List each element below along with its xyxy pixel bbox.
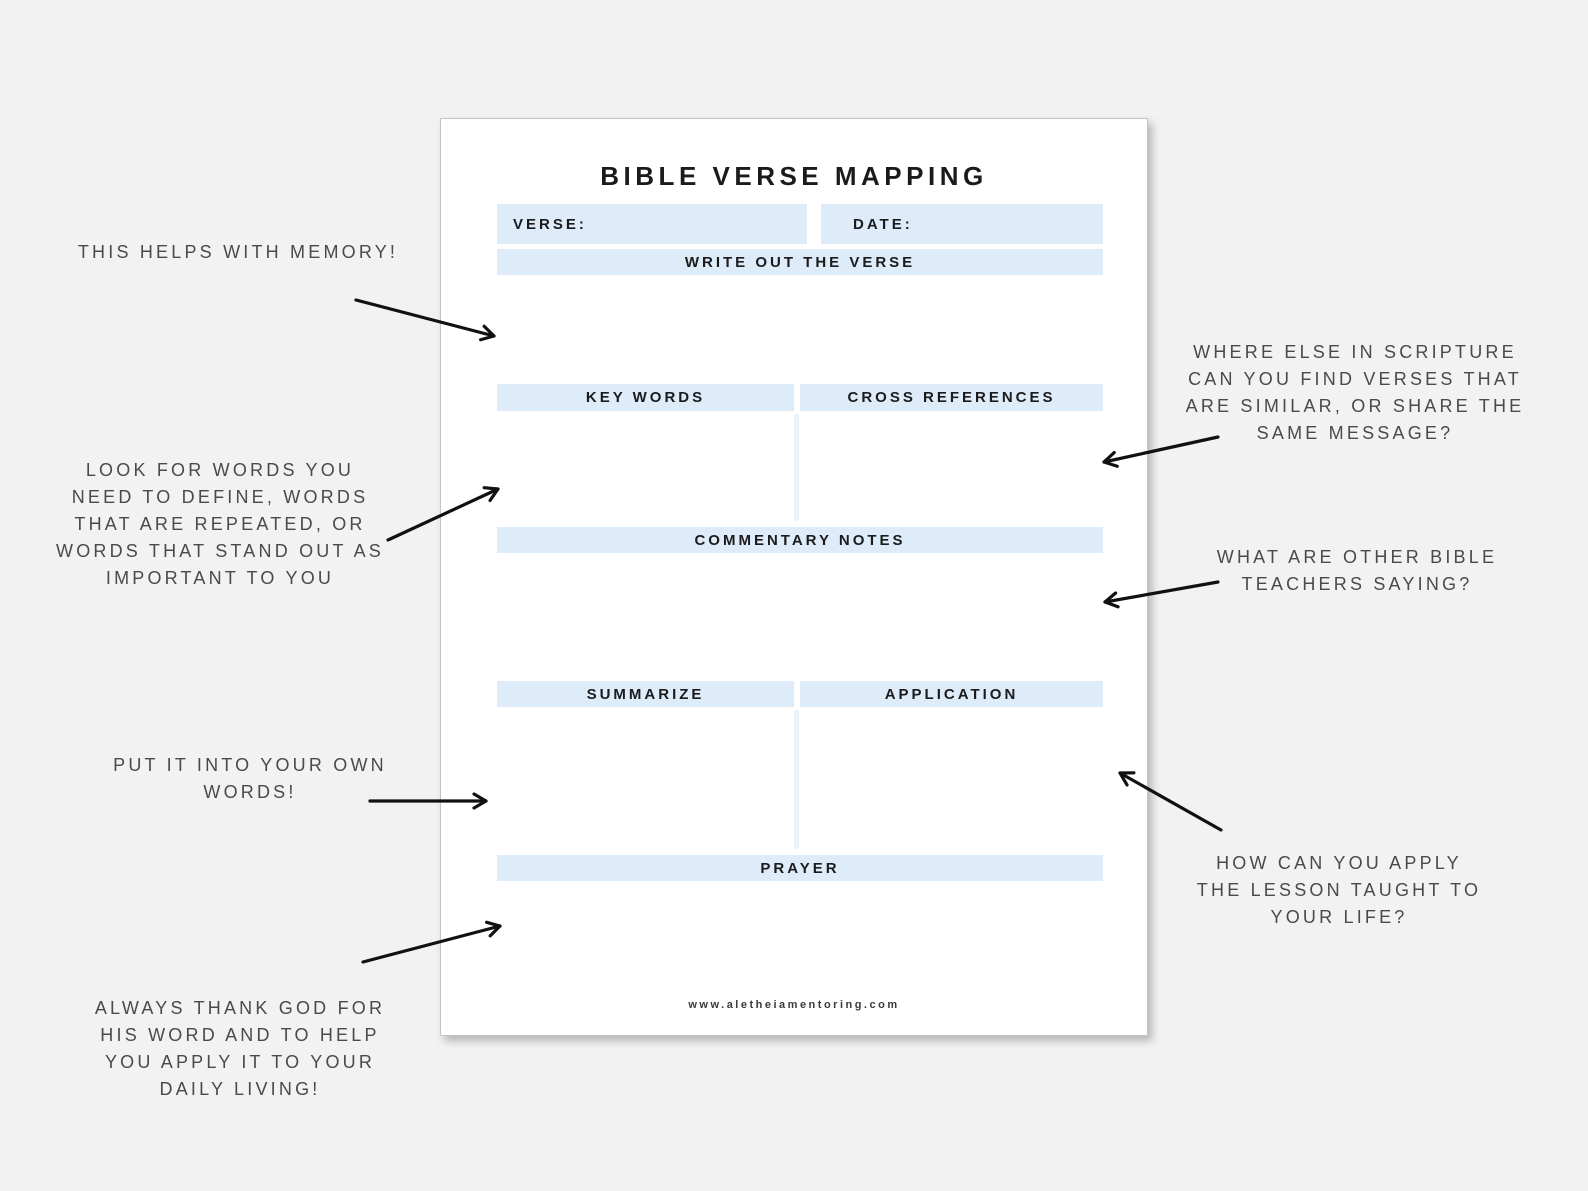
section-header-write-verse: WRITE OUT THE VERSE (497, 249, 1103, 275)
date-label: DATE: (853, 215, 913, 233)
note-application-tip: HOW CAN YOU APPLY THE LESSON TAUGHT TO Y… (1196, 853, 1482, 927)
page-title: BIBLE VERSE MAPPING (600, 161, 988, 191)
section-header-cross-references: CROSS REFERENCES (800, 384, 1103, 411)
section-header-commentary-notes: COMMENTARY NOTES (497, 527, 1103, 553)
note-memory-tip: THIS HELPS WITH MEMORY! (77, 242, 399, 262)
section-header-summarize: SUMMARIZE (497, 681, 794, 707)
section-header-application: APPLICATION (800, 681, 1103, 707)
note-commentary-tip: WHAT ARE OTHER BIBLE TEACHERS SAYING? (1216, 547, 1498, 594)
note-cross-references-tip: WHERE ELSE IN SCRIPTURE CAN YOU FIND VER… (1185, 342, 1525, 443)
column-divider-bottom (794, 710, 799, 849)
note-prayer-tip: ALWAYS THANK GOD FOR HIS WORD AND TO HEL… (94, 998, 386, 1099)
section-header-prayer: PRAYER (497, 855, 1103, 881)
verse-label: VERSE: (513, 215, 587, 233)
note-summarize-tip: PUT IT INTO YOUR OWN WORDS! (113, 755, 387, 802)
worksheet-page: BIBLE VERSE MAPPING VERSE: DATE: WRITE O… (440, 118, 1148, 1036)
verse-field: VERSE: (497, 204, 807, 244)
date-field: DATE: (821, 204, 1103, 244)
website-url: www.aletheiamentoring.com (688, 999, 900, 1011)
section-header-key-words: KEY WORDS (497, 384, 794, 411)
note-keywords-tip: LOOK FOR WORDS YOU NEED TO DEFINE, WORDS… (56, 460, 384, 588)
column-divider-top (794, 414, 799, 521)
